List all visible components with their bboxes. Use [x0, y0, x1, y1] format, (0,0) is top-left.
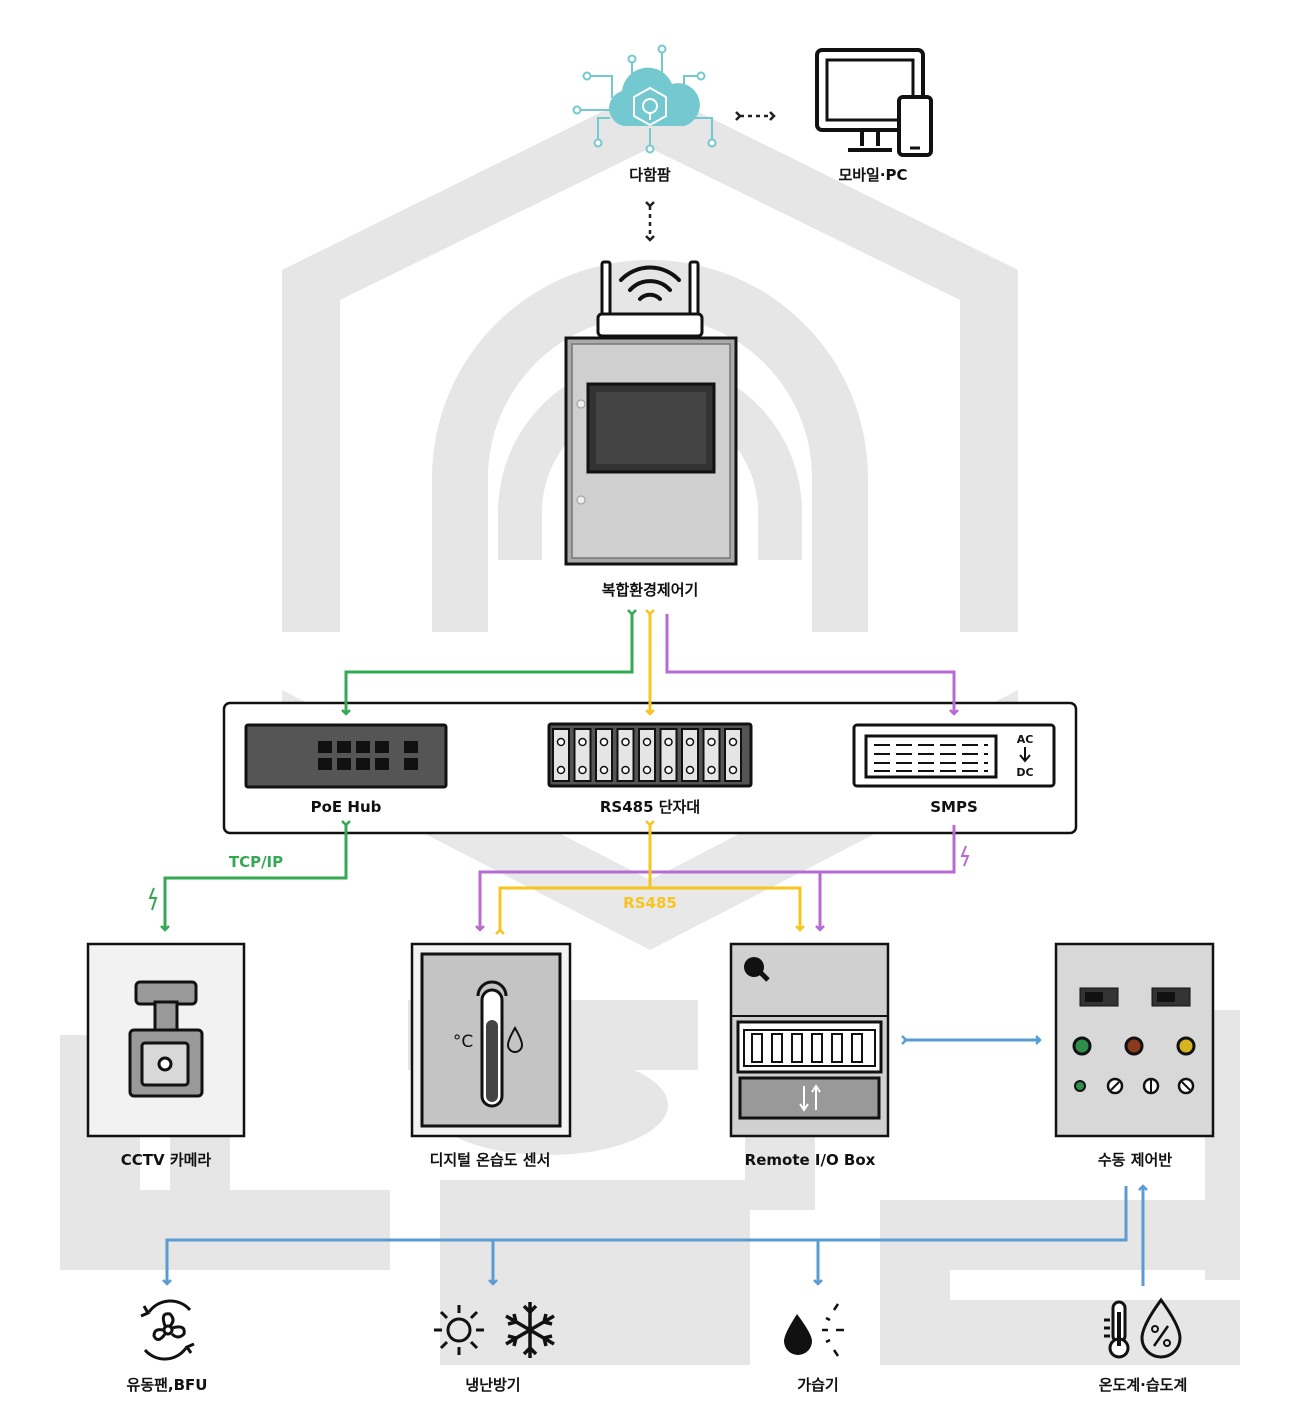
power-bolt-icon [960, 845, 970, 867]
snowflake-icon [505, 1302, 555, 1358]
io-terminal [791, 1033, 803, 1063]
terminal-screw [578, 737, 587, 747]
remote-io-box-device [729, 942, 890, 1138]
terminal-screw [642, 765, 652, 775]
thermo-hygro-label: 온도계·습도계 [1099, 1376, 1188, 1394]
remote-io-label: Remote I/O Box [745, 1151, 876, 1169]
terminal-screw [685, 765, 695, 775]
sensor-label: 디지털 온습도 센서 [430, 1151, 551, 1169]
smps-dc-label: DC [1016, 766, 1033, 779]
terminal-screw [685, 737, 695, 747]
rs485-device-bus [495, 886, 805, 935]
wifi-icon [619, 265, 681, 301]
controller-poe-link [341, 609, 637, 716]
terminal-screw [642, 737, 652, 747]
terminal-screw [578, 765, 587, 775]
terminal-screw [728, 737, 738, 747]
manual-panel-label: 수동 제어반 [1098, 1151, 1172, 1169]
mobile-pc-label: 모바일·PC [838, 166, 907, 184]
terminal-screw [664, 765, 673, 775]
humidity-icon [1140, 1297, 1182, 1359]
terminal-screw [707, 765, 716, 775]
terminal-screw [599, 765, 609, 775]
terminal-screw [556, 765, 566, 775]
temp-humidity-sensor-device [410, 942, 572, 1138]
smps-sensor-power [475, 825, 956, 932]
rs485-label: RS485 [623, 894, 677, 912]
cloud-label: 다함팜 [629, 166, 671, 184]
cctv-label: CCTV 카메라 [121, 1151, 212, 1169]
terminal-screw [728, 765, 738, 775]
smps-io-power [800, 870, 825, 932]
terminal-screw [556, 737, 566, 747]
rs485-terminal-block [547, 722, 753, 788]
manual-fan-link [162, 1186, 1128, 1286]
hvac-label: 냉난방기 [465, 1376, 520, 1394]
rs485-terminal-label: RS485 단자대 [600, 798, 700, 816]
humidifier-icon [784, 1303, 844, 1357]
humidifier-label: 가습기 [797, 1376, 838, 1394]
sun-icon [434, 1305, 484, 1355]
power-bolt-icon [148, 887, 158, 911]
poe-hub-label: PoE Hub [311, 798, 382, 816]
manual-control-panel-device [1054, 942, 1215, 1138]
thermometer-icon [1104, 1300, 1130, 1359]
cctv-camera-device [86, 942, 246, 1138]
terminal-screw [599, 737, 609, 747]
io-terminal [751, 1033, 763, 1063]
monitor-phone-icon [815, 48, 933, 157]
controller-smps-link [665, 614, 959, 716]
io-terminal [771, 1033, 783, 1063]
controller-cabinet [564, 260, 738, 566]
io-terminal [851, 1033, 863, 1063]
cloud-icon [572, 44, 717, 154]
io-terminal [831, 1033, 843, 1063]
fan-label: 유동팬,BFU [127, 1376, 208, 1394]
io-terminal [811, 1033, 823, 1063]
controller-label: 복합환경제어기 [602, 581, 699, 599]
sensor-temp-unit: °C [453, 1032, 473, 1052]
terminal-screw [664, 737, 673, 747]
terminal-screw [621, 737, 630, 747]
smps-label: SMPS [930, 798, 978, 816]
key-switch-icon [744, 957, 770, 982]
terminal-screw [621, 765, 630, 775]
fan-icon [140, 1299, 195, 1361]
tcpip-label: TCP/IP [229, 853, 283, 871]
poe-hub [244, 723, 448, 789]
terminal-screw [707, 737, 716, 747]
smps-ac-label: AC [1017, 733, 1034, 746]
smps-unit [852, 723, 1056, 788]
poe-cctv-link [160, 820, 351, 932]
